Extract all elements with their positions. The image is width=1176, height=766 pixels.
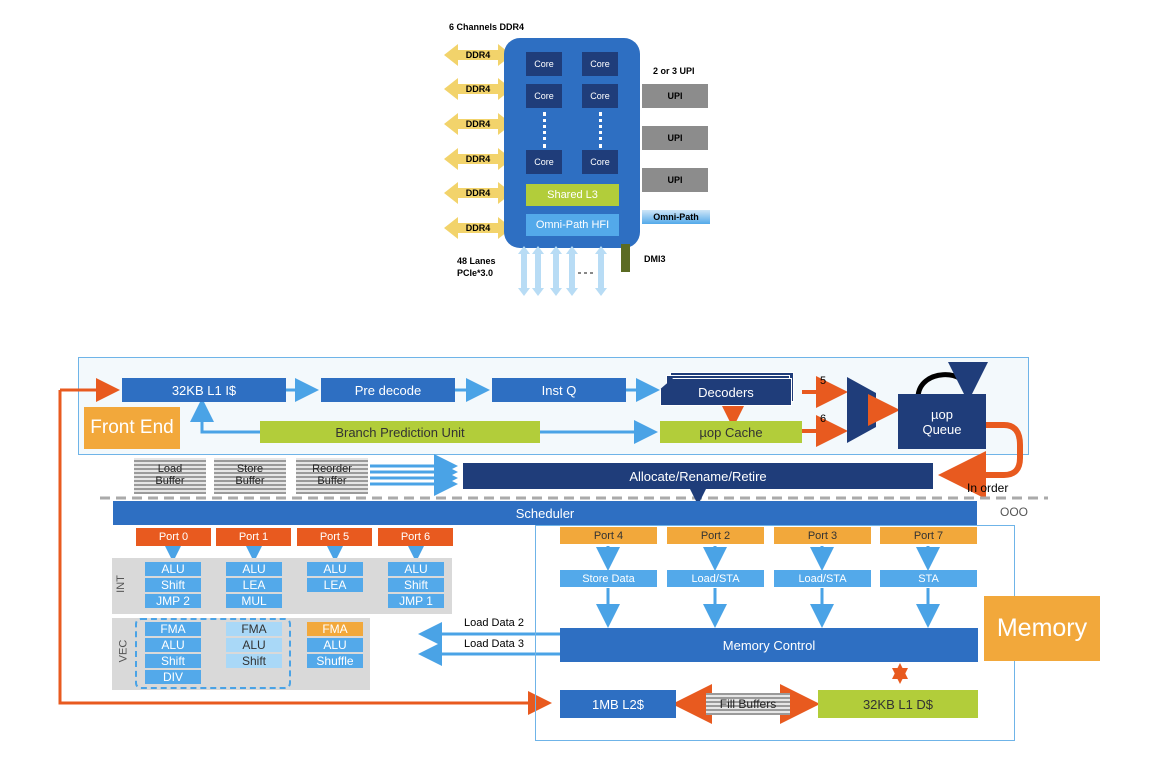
- ooo-label: OOO: [1000, 505, 1029, 519]
- vec-fma-group: [135, 618, 291, 689]
- l1-dcache: 32KB L1 D$: [818, 690, 978, 718]
- load-buffer: Load Buffer: [134, 458, 206, 494]
- port-5: Port 5: [297, 528, 372, 546]
- upi-label: 2 or 3 UPI: [653, 66, 695, 76]
- allocate-rename-retire: Allocate/Rename/Retire: [463, 463, 933, 489]
- port-7: Port 7: [880, 527, 977, 544]
- vec-unit: ALU: [226, 638, 282, 652]
- uop-queue: µop Queue: [898, 394, 986, 449]
- uop-cache: µop Cache: [660, 421, 802, 443]
- dmi-label: DMI3: [644, 254, 666, 264]
- ddr4-label: DDR4: [465, 119, 491, 129]
- decoder-width-5: 5: [820, 375, 827, 387]
- vec-unit: FMA: [307, 622, 363, 636]
- int-unit: ALU: [307, 562, 363, 576]
- uop-queue-line2: Queue: [922, 421, 962, 437]
- core-ellipsis: [599, 112, 602, 148]
- core-box: Core: [526, 84, 562, 108]
- upi-link: UPI: [642, 126, 708, 150]
- int-unit: Shift: [145, 578, 201, 592]
- l1-icache: 32KB L1 I$: [122, 378, 286, 402]
- core-ellipsis: [543, 112, 546, 148]
- inst-queue: Inst Q: [492, 378, 626, 402]
- port-4: Port 4: [560, 527, 657, 544]
- load-sta-unit: Load/STA: [774, 570, 871, 587]
- core-box: Core: [582, 150, 618, 174]
- store-buffer-line2: Buffer: [235, 475, 265, 487]
- load-data-2-label: Load Data 2: [464, 617, 524, 629]
- sta-unit: STA: [880, 570, 977, 587]
- load-buffer-line1: Load: [157, 463, 183, 476]
- int-unit: Shift: [388, 578, 444, 592]
- dmi-bar: [621, 244, 630, 272]
- int-unit: ALU: [388, 562, 444, 576]
- front-end-title: Front End: [84, 407, 180, 449]
- vec-unit: FMA: [145, 622, 201, 636]
- vec-unit: Shift: [145, 654, 201, 668]
- port-6: Port 6: [378, 528, 453, 546]
- core-box: Core: [582, 52, 618, 76]
- shared-l3: Shared L3: [526, 184, 619, 206]
- int-unit: MUL: [226, 594, 282, 608]
- ddr4-label: DDR4: [465, 188, 491, 198]
- ddr-arrows: [444, 44, 512, 239]
- pcie-label-lanes: 48 Lanes: [457, 256, 496, 266]
- omni-path-link: Omni-Path: [642, 210, 710, 224]
- store-data-unit: Store Data: [560, 570, 657, 587]
- fill-buffers: Fill Buffers: [706, 693, 790, 715]
- vec-unit: ALU: [307, 638, 363, 652]
- port-2: Port 2: [667, 527, 764, 544]
- int-unit: JMP 1: [388, 594, 444, 608]
- load-data-3-label: Load Data 3: [464, 638, 524, 650]
- memory-control: Memory Control: [560, 628, 978, 662]
- core-box: Core: [526, 150, 562, 174]
- int-unit: LEA: [307, 578, 363, 592]
- int-unit: ALU: [145, 562, 201, 576]
- omni-path-hfi: Omni-Path HFI: [526, 214, 619, 236]
- core-box: Core: [526, 52, 562, 76]
- decoder-width-6: 6: [820, 413, 827, 425]
- int-unit: ALU: [226, 562, 282, 576]
- vec-unit: ALU: [145, 638, 201, 652]
- load-buffer-line2: Buffer: [155, 475, 185, 487]
- ddr4-label: DDR4: [465, 154, 491, 164]
- store-buffer-line1: Store: [236, 463, 264, 476]
- store-buffer: Store Buffer: [214, 458, 286, 494]
- int-label: INT: [114, 575, 127, 593]
- front-end-panel: [78, 357, 1029, 455]
- predecode: Pre decode: [321, 378, 455, 402]
- core-box: Core: [582, 84, 618, 108]
- memory-title: Memory: [984, 596, 1100, 661]
- in-order-label: In order: [967, 481, 1009, 495]
- int-unit: JMP 2: [145, 594, 201, 608]
- decoders: Decoders: [660, 378, 792, 406]
- vec-unit: DIV: [145, 670, 201, 684]
- l2-cache: 1MB L2$: [560, 690, 676, 718]
- scheduler: Scheduler: [113, 501, 977, 525]
- ddr4-label: DDR4: [465, 84, 491, 94]
- load-sta-unit: Load/STA: [667, 570, 764, 587]
- pcie-arrows: [518, 246, 607, 296]
- vec-unit: Shift: [226, 654, 282, 668]
- vec-unit: Shuffle: [307, 654, 363, 668]
- ddr4-label: DDR4: [465, 223, 491, 233]
- branch-prediction-unit: Branch Prediction Unit: [260, 421, 540, 443]
- channels-label: 6 Channels DDR4: [449, 22, 525, 32]
- port-1: Port 1: [216, 528, 291, 546]
- ddr4-label: DDR4: [465, 50, 491, 60]
- reorder-buffer-line1: Reorder: [312, 463, 352, 476]
- reorder-buffer-line2: Buffer: [317, 475, 347, 487]
- upi-link: UPI: [642, 168, 708, 192]
- reorder-buffer: Reorder Buffer: [296, 458, 368, 494]
- upi-link: UPI: [642, 84, 708, 108]
- port-3: Port 3: [774, 527, 871, 544]
- pcie-label-gen: PCIe*3.0: [457, 268, 494, 278]
- uop-queue-line1: µop: [931, 406, 953, 422]
- vec-label: VEC: [117, 639, 130, 663]
- int-unit: LEA: [226, 578, 282, 592]
- vec-unit: FMA: [226, 622, 282, 636]
- port-0: Port 0: [136, 528, 211, 546]
- pcie-label: 48 Lanes PCIe*3.0: [457, 255, 496, 279]
